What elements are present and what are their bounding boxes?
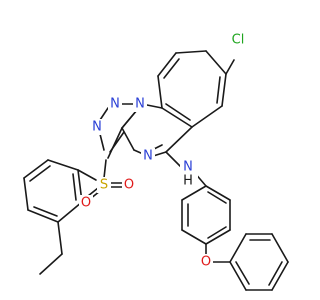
bond-double <box>207 191 227 204</box>
bond <box>47 159 79 171</box>
bond-c-cl <box>225 59 235 75</box>
bond <box>181 185 207 201</box>
bond-double <box>207 226 227 239</box>
bond <box>221 73 227 107</box>
bond <box>99 133 105 151</box>
bond <box>271 233 289 263</box>
chlorine-label: Cl <box>232 33 245 48</box>
bond-c-s <box>103 159 107 179</box>
bond <box>57 221 63 255</box>
bond <box>165 126 193 153</box>
nitrogen-label: N <box>143 149 153 164</box>
pyrimidine-n-atom: N <box>141 148 155 164</box>
oxygen-label: O <box>81 196 91 211</box>
bond <box>39 253 63 275</box>
bond <box>161 107 193 128</box>
nitrogen-label: N <box>135 97 145 112</box>
ether-link <box>205 243 231 263</box>
nitrogen-label: N <box>183 160 193 175</box>
bond-double <box>163 58 180 79</box>
bond-s-c <box>77 169 97 181</box>
nitrogen-label: N <box>110 97 120 112</box>
phenylene-ring <box>181 185 231 245</box>
sulfur-label: S <box>100 178 108 193</box>
bond <box>229 233 247 263</box>
bond <box>157 75 163 109</box>
bond <box>165 151 183 169</box>
phenoxy-ring <box>229 233 289 291</box>
bond <box>157 52 177 77</box>
bond <box>27 209 59 223</box>
ethyl-chain <box>39 221 63 275</box>
bond <box>191 105 223 128</box>
bond <box>23 159 49 179</box>
molecule-canvas: Cl N N N N N H S O <box>23 32 289 291</box>
bond-s-o <box>87 187 99 197</box>
bond-double <box>216 76 221 104</box>
bond-double <box>29 165 51 182</box>
nitrogen-label: N <box>92 120 102 135</box>
bond <box>109 131 125 153</box>
bond-double <box>165 103 191 121</box>
bond-double <box>33 206 58 217</box>
triazole-n3-atom: N <box>90 119 104 135</box>
bond <box>229 261 247 291</box>
bond <box>181 229 207 245</box>
bond-double <box>235 261 250 285</box>
ether-o-atom: O <box>199 254 213 270</box>
bond <box>107 127 123 159</box>
sulfonyl-o2-atom: O <box>79 195 93 211</box>
bond <box>99 107 109 121</box>
molecule-structure: Cl N N N N N H S O <box>23 32 289 291</box>
oxygen-label: O <box>201 255 211 270</box>
bond <box>205 229 231 245</box>
bond-double <box>72 173 77 201</box>
triazole-n1-atom: N <box>133 96 147 112</box>
chlorine-atom: Cl <box>227 32 249 49</box>
pyrimidine-ring <box>121 103 193 158</box>
bond-double <box>268 261 283 286</box>
benzo-ring <box>157 50 227 128</box>
bond <box>23 177 29 211</box>
sulfur-atom: S <box>97 177 111 193</box>
bond <box>205 50 227 75</box>
amine-atom: N H <box>180 160 198 189</box>
oxygen-label: O <box>124 178 134 193</box>
sulfonyl-o1-atom: O <box>122 177 136 193</box>
bond <box>175 50 207 54</box>
hydrogen-label: H <box>183 174 193 189</box>
atom-labels: Cl N N N N N H S O <box>79 32 249 270</box>
bond <box>205 185 231 201</box>
bond <box>271 261 289 291</box>
ethylphenyl-ring <box>23 159 83 223</box>
bond <box>57 201 83 223</box>
triazole-n2-atom: N <box>108 96 122 112</box>
